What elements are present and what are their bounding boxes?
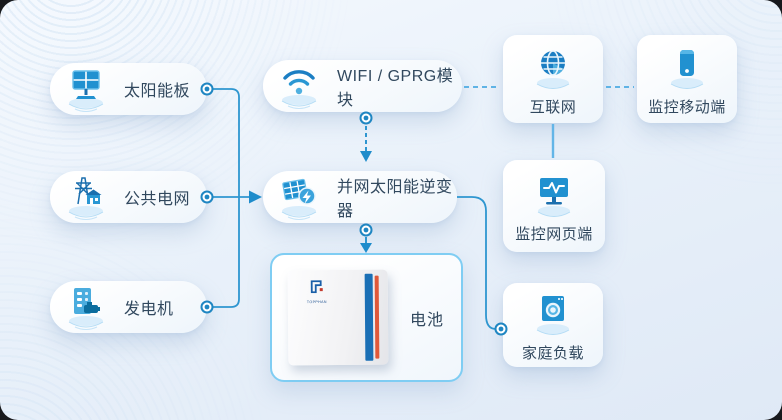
solar-panel-icon — [68, 70, 104, 112]
node-internet: 互联网 — [503, 35, 603, 123]
washing-machine-icon — [536, 295, 570, 335]
node-inverter: 并网太阳能逆变器 — [263, 171, 457, 223]
arrowhead-into-battery — [360, 243, 372, 253]
globe-icon — [536, 49, 570, 89]
node-label: 公共电网 — [124, 191, 191, 208]
node-label: WIFI / GPRG模块 — [337, 68, 454, 109]
generator-icon — [68, 288, 104, 330]
node-battery: TOPPHAN 电池 — [270, 253, 463, 382]
monitor-pulse-icon — [537, 177, 571, 217]
line-sources-bus — [207, 88, 240, 308]
arrowhead-into-inverter-top — [360, 151, 372, 162]
node-label: 家庭负载 — [521, 344, 584, 362]
arrowhead-into-inverter — [249, 190, 262, 204]
brand-logo: TOPPHAN — [300, 280, 334, 304]
node-label: 发电机 — [124, 301, 174, 318]
node-solar-panel: 太阳能板 — [50, 63, 207, 115]
node-public-grid: 公共电网 — [50, 171, 207, 223]
battery-stripe-orange — [374, 275, 380, 359]
node-monitor-mobile: 监控移动端 — [637, 35, 737, 123]
node-label: 太阳能板 — [124, 83, 191, 100]
node-monitor-web: 监控网页端 — [503, 160, 605, 252]
brand-logo-mark — [310, 280, 323, 294]
inverter-icon — [281, 178, 317, 220]
node-label: 监控网页端 — [515, 225, 593, 243]
brand-logo-text: TOPPHAN — [306, 299, 327, 305]
battery-product-photo: TOPPHAN — [287, 269, 389, 366]
node-label: 监控移动端 — [648, 98, 726, 116]
node-wifi-module: WIFI / GPRG模块 — [263, 60, 462, 112]
node-label: 并网太阳能逆变器 — [337, 179, 453, 220]
node-label: 电池 — [410, 311, 445, 329]
node-generator: 发电机 — [50, 281, 207, 333]
phone-icon — [670, 49, 704, 89]
battery-stripe-blue — [364, 273, 374, 361]
wifi-icon — [281, 70, 317, 109]
node-home-load: 家庭负载 — [503, 283, 603, 367]
corner-wave-decoration — [0, 0, 370, 280]
power-grid-icon — [68, 177, 104, 220]
node-label: 互联网 — [529, 98, 577, 116]
